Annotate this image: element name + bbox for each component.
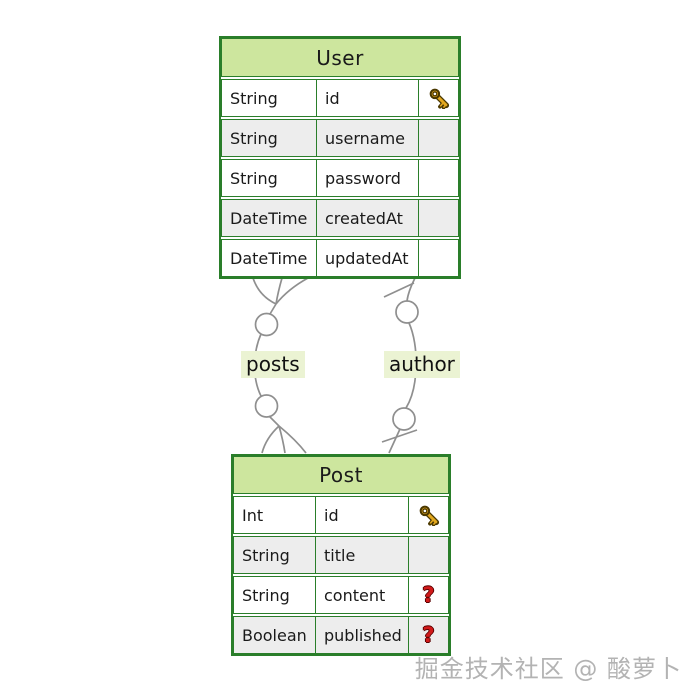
field-attr-key <box>408 496 449 534</box>
field-name: content <box>315 576 409 614</box>
key-icon <box>419 505 439 526</box>
question-mark-icon: ? <box>422 582 435 607</box>
field-type: String <box>221 159 317 197</box>
watermark-text: 掘金技术社区 @ 酸萝卜 <box>414 655 682 683</box>
field-type: String <box>233 576 316 614</box>
entity-title: User <box>221 38 459 77</box>
entity-title: Post <box>233 456 449 494</box>
field-name: title <box>315 536 409 574</box>
field-attr-empty <box>408 536 449 574</box>
field-name: id <box>316 79 419 117</box>
field-name: updatedAt <box>316 239 419 277</box>
field-name: username <box>316 119 419 157</box>
field-attr-empty <box>418 119 459 157</box>
relation-author-line <box>381 277 419 454</box>
field-type: String <box>221 119 317 157</box>
field-attr-empty <box>418 199 459 237</box>
field-attr-key <box>418 79 459 117</box>
field-name: published <box>315 616 409 654</box>
field-type: String <box>221 79 317 117</box>
relation-posts-line <box>252 277 309 454</box>
field-attr-empty <box>418 239 459 277</box>
relation-label-author: author <box>384 351 460 378</box>
field-type: Boolean <box>233 616 316 654</box>
field-type: String <box>233 536 316 574</box>
question-mark-icon: ? <box>422 622 435 647</box>
key-icon <box>429 88 449 109</box>
field-type: Int <box>233 496 316 534</box>
relation-label-posts: posts <box>241 351 305 378</box>
field-attr-empty <box>418 159 459 197</box>
field-attr-optional: ? <box>408 616 449 654</box>
field-type: DateTime <box>221 239 317 277</box>
field-attr-optional: ? <box>408 576 449 614</box>
field-type: DateTime <box>221 199 317 237</box>
field-name: id <box>315 496 409 534</box>
field-name: createdAt <box>316 199 419 237</box>
field-name: password <box>316 159 419 197</box>
